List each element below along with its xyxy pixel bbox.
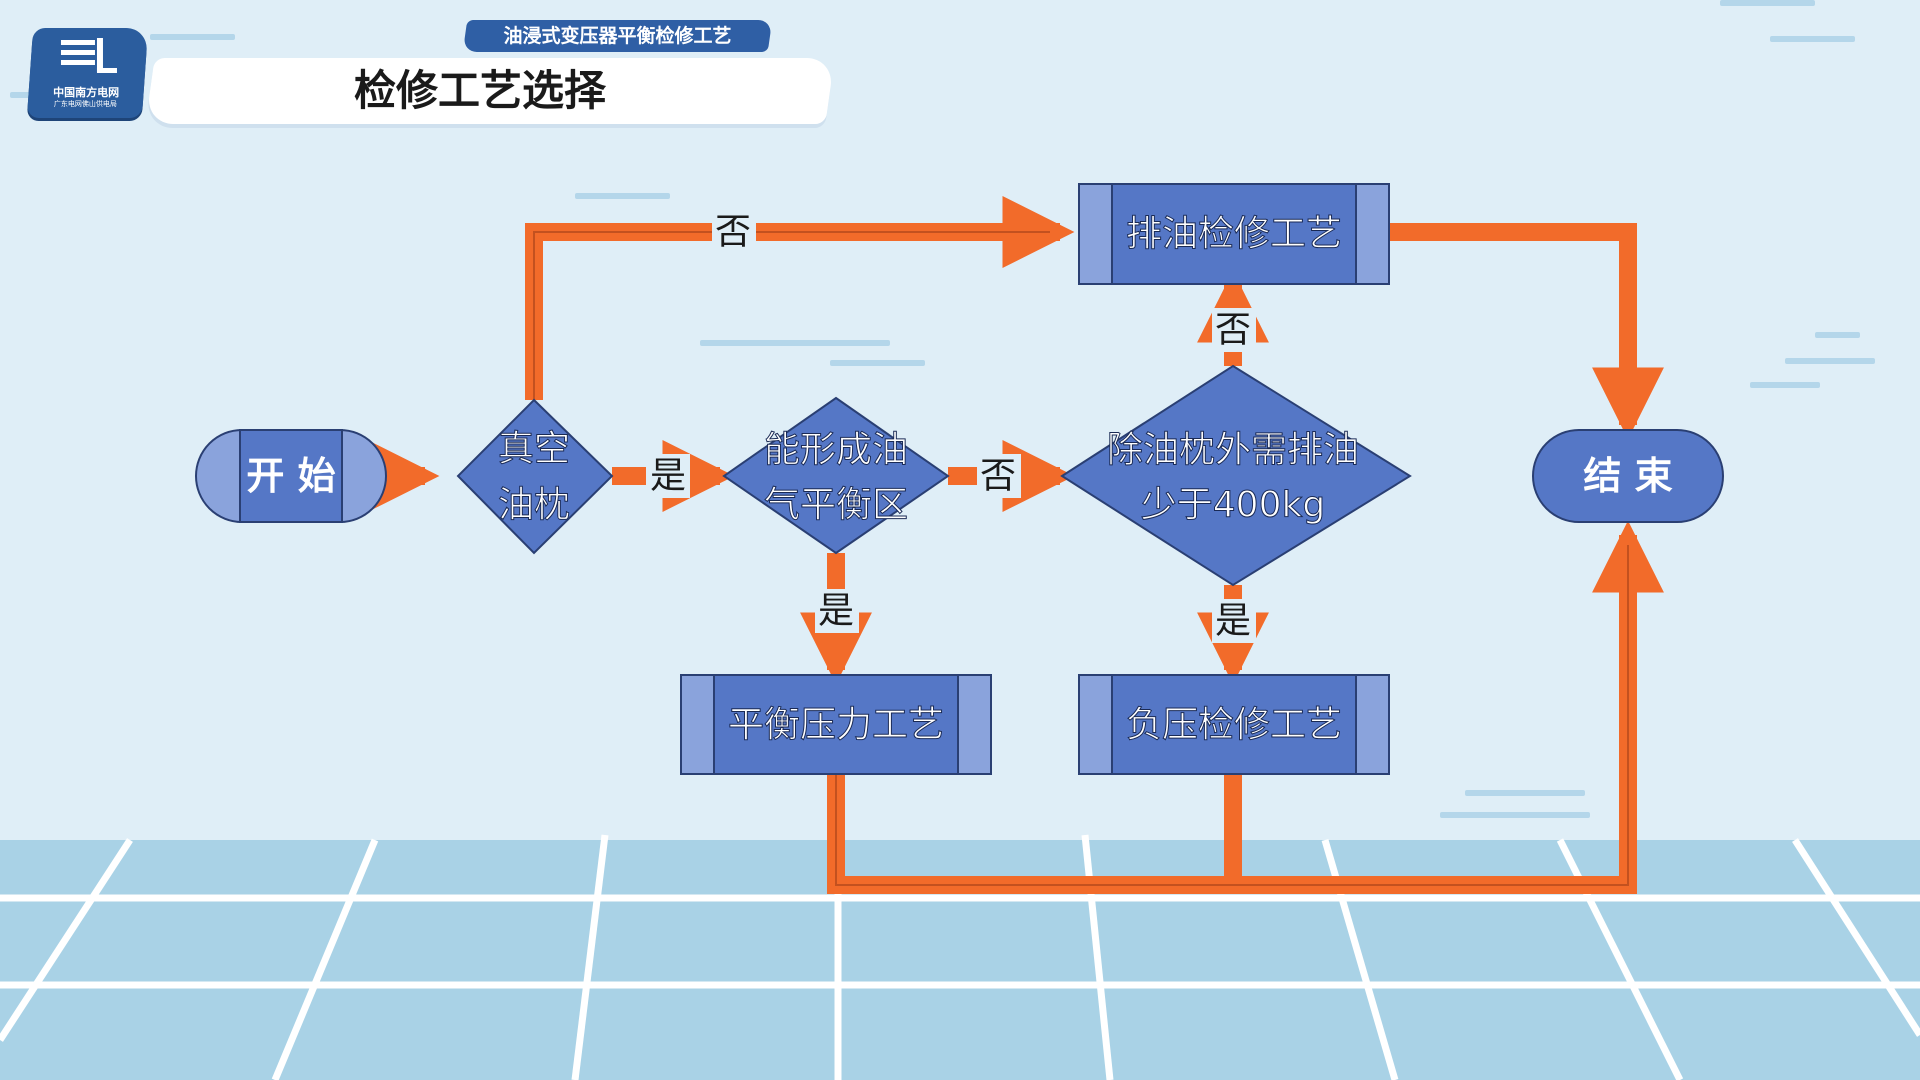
label-vacuum-yes: 是 xyxy=(650,456,686,497)
label-drain-yes: 是 xyxy=(1215,601,1251,642)
decor-stripe xyxy=(1785,358,1875,364)
label-balance-yes: 是 xyxy=(818,591,854,632)
decision-balance-line1: 能形成油 xyxy=(764,430,908,471)
decor-stripe xyxy=(1815,332,1860,338)
logo-name: 中国南方电网 xyxy=(53,86,120,99)
decision-balance-line2: 气平衡区 xyxy=(764,485,908,526)
process-negative-shape xyxy=(1078,674,1390,775)
decor-stripe xyxy=(1465,790,1585,796)
page-title: 检修工艺选择 xyxy=(353,66,606,115)
arrow-drainproc-to-end xyxy=(1390,223,1664,440)
decision-drain-shape xyxy=(1060,364,1412,587)
process-drain-shape xyxy=(1078,183,1390,285)
label-drain-no: 否 xyxy=(1215,310,1251,351)
start-label: 开 始 xyxy=(246,454,335,498)
logo-subname: 广东电网佛山供电局 xyxy=(53,100,117,108)
decision-vacuum-line2: 油枕 xyxy=(498,485,570,526)
end-label: 结 束 xyxy=(1583,454,1672,498)
process-balance-label: 平衡压力工艺 xyxy=(728,705,944,746)
decision-drain-line2: 少于400kg xyxy=(1141,485,1325,526)
company-logo: 中国南方电网 广东电网佛山供电局 xyxy=(26,28,149,118)
label-balance-no: 否 xyxy=(980,456,1016,497)
end-terminal xyxy=(1532,429,1724,523)
decor-stripe xyxy=(1750,382,1820,388)
decor-stripe xyxy=(1770,36,1855,42)
decor-stripe xyxy=(830,360,925,366)
decision-drain-line1: 除油枕外需排油 xyxy=(1107,430,1359,471)
subtitle-text: 油浸式变压器平衡检修工艺 xyxy=(503,25,732,47)
process-negative-label: 负压检修工艺 xyxy=(1126,705,1342,746)
start-terminal xyxy=(195,429,387,523)
process-balance-shape xyxy=(680,674,992,775)
decision-vacuum-line1: 真空 xyxy=(498,429,570,470)
arrow-vacuum-no xyxy=(525,196,1075,400)
connectors xyxy=(367,196,1664,894)
decor-stripe xyxy=(700,340,890,346)
decision-balance-shape xyxy=(722,396,950,555)
decision-vacuum-shape xyxy=(456,398,614,555)
decor-stripe xyxy=(1440,812,1590,818)
decor-stripe xyxy=(1720,0,1815,6)
label-vacuum-no: 否 xyxy=(715,212,751,253)
process-drain-label: 排油检修工艺 xyxy=(1126,214,1342,255)
decor-stripe xyxy=(575,193,670,199)
decor-stripe xyxy=(150,34,235,40)
logo-emblem-icon xyxy=(60,38,117,73)
